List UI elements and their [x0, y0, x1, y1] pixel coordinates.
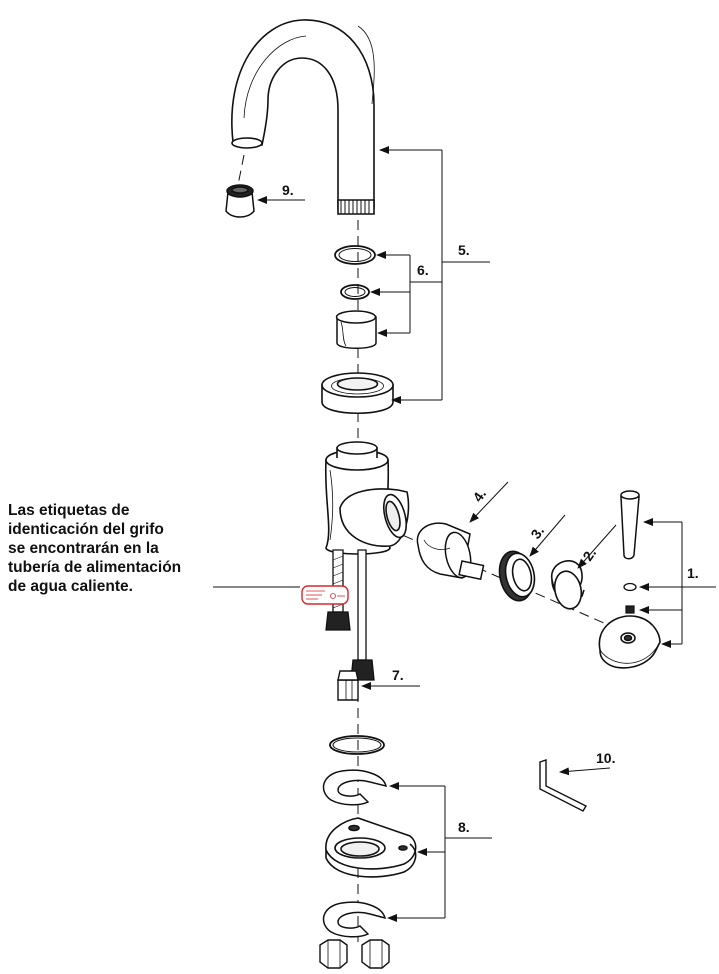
handle-set-screw [625, 605, 635, 614]
supply-hoses [325, 549, 375, 681]
coupling-nut [337, 670, 359, 701]
callout-4: 4. [469, 486, 489, 505]
mounting-base-plate [325, 817, 417, 878]
valve-cartridge [416, 522, 485, 581]
spout-base-ring [321, 372, 394, 414]
o-ring-lower [340, 284, 370, 300]
handle-washer [623, 582, 637, 592]
handle-body [598, 615, 661, 669]
spout [231, 19, 375, 215]
aerator [225, 184, 255, 218]
horseshoe-washer-upper [322, 769, 388, 806]
spout-sleeve [335, 310, 377, 349]
callout-1: 1. [687, 565, 699, 581]
callout-6: 6. [417, 262, 429, 278]
o-ring-upper [334, 245, 376, 265]
callout-10: 10. [596, 750, 615, 766]
note-line: tubería de alimentación [8, 559, 182, 576]
note-line: Las etiquetas de [8, 502, 130, 519]
callout-9: 9. [282, 182, 294, 198]
faucet-body [324, 441, 410, 555]
handle-lever [620, 490, 640, 560]
note-line: identicación del grifo [8, 521, 164, 538]
callout-8: 8. [458, 819, 470, 835]
note-line: de agua caliente. [8, 578, 133, 595]
callout-5: 5. [458, 242, 470, 258]
identification-tag [301, 585, 349, 605]
leader-lines [213, 146, 716, 922]
hot-water-label-note: Las etiquetas de identicación del grifo … [8, 501, 208, 596]
mounting-o-ring [329, 735, 385, 755]
cartridge-cap [551, 560, 585, 610]
retaining-nut [498, 550, 536, 602]
note-line: se encontrarán en la [8, 540, 159, 557]
horseshoe-washer-lower [322, 901, 387, 938]
callout-7: 7. [392, 667, 404, 683]
bottom-mounting-nuts [319, 939, 390, 969]
allen-wrench [539, 759, 587, 812]
